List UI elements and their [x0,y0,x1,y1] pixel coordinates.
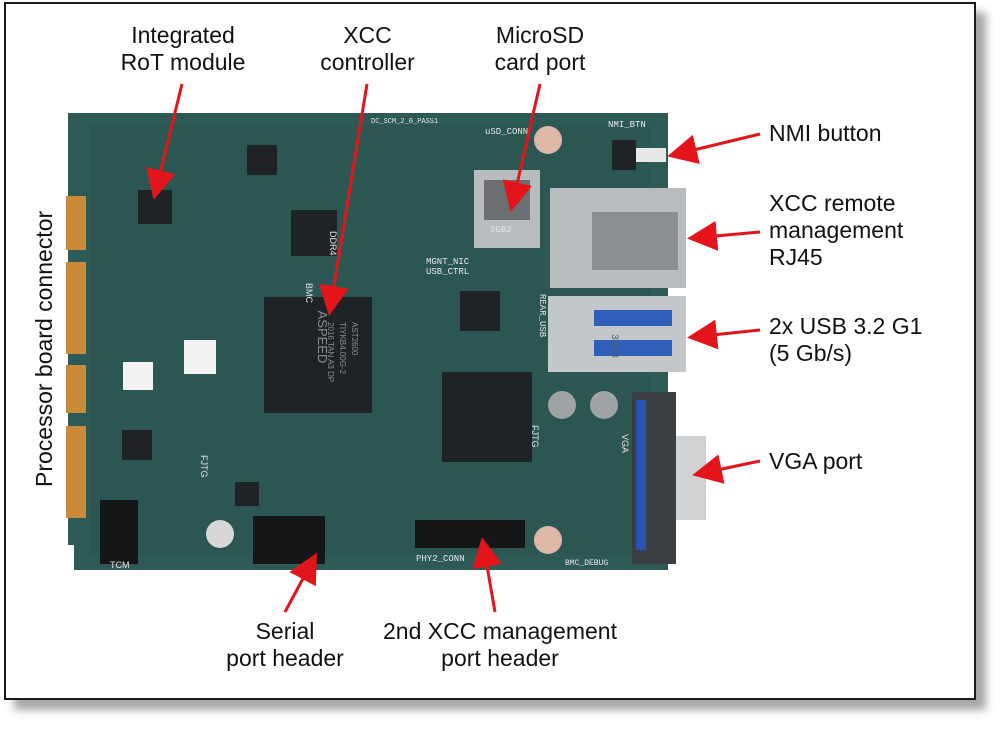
dc-scm-silk: DC_SCM_2_0_PASS1 [371,118,438,126]
arrow-rot [146,83,184,200]
processor-board-connector [66,196,86,518]
nmi-btn-silk: NMI_BTN [608,120,646,130]
phy2-silk: PHY2_CONN [416,554,465,564]
capacitor [548,391,576,419]
arrow-microsd [502,83,542,212]
small-chip [122,430,152,460]
label-usb: 2x USB 3.2 G1 (5 Gb/s) [769,313,923,366]
label-xcc2-header: 2nd XCC management port header [383,618,617,671]
arrow-usb [687,319,761,350]
vga-silk: VGA [620,434,630,453]
tcm-silk: TCM [110,560,130,570]
tcm-connector [100,500,138,564]
chip-line3-silk: 2016 TAN A3 DP [326,322,335,382]
small-chip [247,145,277,175]
label-microsd-port: MicroSD card port [494,22,586,75]
usb-code-silk: 3243 [608,334,619,358]
fjtg-silk: FJTG [199,455,209,478]
fjtg2-silk: FJTG [530,425,540,448]
small-chip [235,482,259,506]
arrow-xcc2 [472,537,502,613]
arrow-serial [283,552,317,613]
chip-model-silk: AST2600 [350,322,359,356]
barcode-label [184,340,216,374]
capacitor [590,391,618,419]
xcc-chip: ASPEED [264,297,372,413]
mounting-hole [534,126,562,154]
usd-conn-silk: uSD_CONN [485,127,528,137]
mgnt-nic-silk: MGNT_NIC [426,257,470,267]
chip-brand-text: ASPEED [315,311,330,364]
callout-arrows [146,83,761,613]
rj45-port [550,188,686,288]
barcode-label [123,362,153,390]
small-chip [460,291,500,331]
bmc-debug-silk: BMC_DEBUG [565,559,608,568]
label-vga-port: VGA port [769,448,863,474]
arrow-xcc [319,83,369,316]
usb-ctrl-silk: USB_CTRL [426,267,469,277]
mounting-hole [206,520,234,548]
label-serial-header: Serial port header [226,618,344,671]
rot-chip [138,190,172,224]
nmi-button-part [612,140,666,170]
label-processor-board-connector: Processor board connector [31,210,57,487]
label-rot-module: Integrated RoT module [120,22,246,75]
rear-usb-silk: REAR_USB [537,294,547,338]
sd-chip-silk: 3GB2 [490,225,512,235]
mounting-hole [534,526,562,554]
label-xcc-controller: XCC controller [320,22,415,75]
microsd-slot [474,170,540,248]
serial-header-part [253,516,325,564]
bmc-silk: BMC [304,283,314,304]
fpga-chip [442,372,532,462]
chip-line2-silk: TIYKB4.00G-2 [338,322,347,375]
arrow-nmi [667,132,761,164]
phy2-connector [415,520,525,548]
arrow-rj45 [687,220,761,251]
usb-ports [548,296,686,372]
label-nmi-button: NMI button [769,120,882,146]
small-chip [291,210,337,256]
ddr4-silk: DDR4 [328,231,338,256]
label-rj45: XCC remote management RJ45 [769,190,904,270]
vga-port-part [632,392,706,564]
arrow-vga [692,454,761,484]
